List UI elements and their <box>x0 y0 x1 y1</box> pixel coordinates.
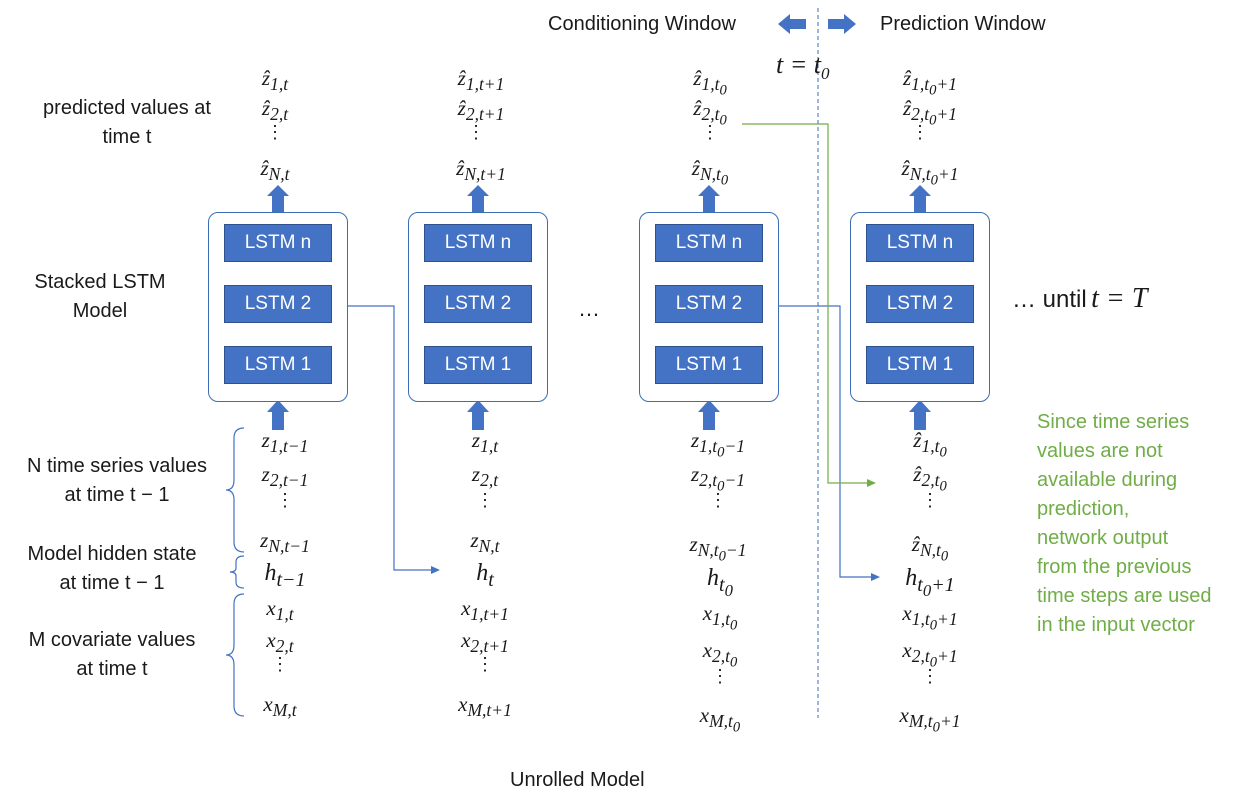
lstm-n-block: LSTM n <box>866 224 974 262</box>
cov-x2: x2,t0 <box>702 638 738 671</box>
input-z2: z2,t0−1 <box>690 462 746 495</box>
input-zN: zN,t0−1 <box>689 532 747 565</box>
hidden-h: ht−1 <box>264 560 306 591</box>
cov-x1: x1,t0 <box>702 601 738 634</box>
cov-x2: x2,t <box>266 628 294 657</box>
lstm-1-block: LSTM 1 <box>224 346 332 384</box>
lstm-1-block: LSTM 1 <box>866 346 974 384</box>
input-zN: zN,t <box>470 528 500 557</box>
cov-xM: xM,t0 <box>699 703 741 736</box>
unrolled-model-caption: Unrolled Model <box>510 769 645 791</box>
lstm-2-block: LSTM 2 <box>424 285 532 323</box>
output-z1: ẑ1,t0 <box>693 66 727 99</box>
lstm-n-block: LSTM n <box>224 224 332 262</box>
output-z2: ẑ2,t0 <box>693 96 727 129</box>
output-vdots: ⋮ <box>701 122 719 143</box>
cov-x1: x1,t0+1 <box>902 601 958 634</box>
lstm-2-block: LSTM 2 <box>655 285 763 323</box>
input-z2: z2,t−1 <box>261 462 309 491</box>
output-vdots: ⋮ <box>467 122 485 143</box>
middle-ellipsis: … <box>578 296 600 321</box>
input-z1: z1,t0−1 <box>690 428 746 461</box>
left-arrow-icon <box>778 14 806 34</box>
lstm-n-block: LSTM n <box>655 224 763 262</box>
lstm-1-block: LSTM 1 <box>424 346 532 384</box>
cov-vdots: ⋮ <box>711 666 729 687</box>
braces <box>225 427 245 717</box>
cov-xM: xM,t <box>263 692 297 721</box>
input-zN: ẑN,t0 <box>911 532 949 565</box>
output-zN: ẑN,t0 <box>691 156 729 189</box>
input-vdots: ⋮ <box>709 490 727 511</box>
cov-x1: x1,t <box>266 596 294 625</box>
hidden-state-connector-1 <box>340 305 432 571</box>
hidden-h: ht <box>476 560 494 591</box>
input-z1: z1,t−1 <box>261 428 309 457</box>
cov-xM: xM,t+1 <box>458 692 512 721</box>
lstm-1-block: LSTM 1 <box>655 346 763 384</box>
lstm-2-block: LSTM 2 <box>224 285 332 323</box>
output-zN: ẑN,t0+1 <box>901 156 959 189</box>
output-vdots: ⋮ <box>911 122 929 143</box>
cov-xM: xM,t0+1 <box>899 703 961 736</box>
t-equals-t0: t = t0 <box>776 50 830 84</box>
hidden-state-connector-2 <box>774 305 872 578</box>
conditioning-window-label: Conditioning Window <box>548 13 736 35</box>
output-zN: ẑN,t <box>260 156 290 185</box>
input-zN: zN,t−1 <box>260 528 310 557</box>
output-vdots: ⋮ <box>266 122 284 143</box>
output-zN: ẑN,t+1 <box>456 156 506 185</box>
input-z2: ẑ2,t0 <box>913 462 947 495</box>
prediction-feedback-connector <box>742 123 868 484</box>
lstm-n-block: LSTM n <box>424 224 532 262</box>
output-z2: ẑ2,t+1 <box>457 96 505 125</box>
lstm-2-block: LSTM 2 <box>866 285 974 323</box>
input-vdots: ⋮ <box>276 490 294 511</box>
output-z1: ẑ1,t+1 <box>457 66 505 95</box>
output-z1: ẑ1,t <box>261 66 289 95</box>
input-vdots: ⋮ <box>476 490 494 511</box>
until-t-equals-T: … until t = T <box>1012 283 1148 314</box>
cov-x1: x1,t+1 <box>461 596 509 625</box>
cov-x2: x2,t+1 <box>461 628 509 657</box>
output-z2: ẑ2,t <box>261 96 289 125</box>
hidden-h: ht0+1 <box>905 565 955 600</box>
input-z2: z2,t <box>471 462 499 491</box>
prediction-window-label: Prediction Window <box>880 13 1046 35</box>
input-vdots: ⋮ <box>921 490 939 511</box>
input-z1: z1,t <box>471 428 499 457</box>
cov-vdots: ⋮ <box>476 654 494 675</box>
right-arrow-icon <box>828 14 856 34</box>
cov-vdots: ⋮ <box>271 654 289 675</box>
cov-x2: x2,t0+1 <box>902 638 958 671</box>
output-z2: ẑ2,t0+1 <box>902 96 958 129</box>
input-z1: ẑ1,t0 <box>913 428 947 461</box>
cov-vdots: ⋮ <box>921 666 939 687</box>
hidden-h: ht0 <box>707 565 733 600</box>
output-z1: ẑ1,t0+1 <box>902 66 958 99</box>
